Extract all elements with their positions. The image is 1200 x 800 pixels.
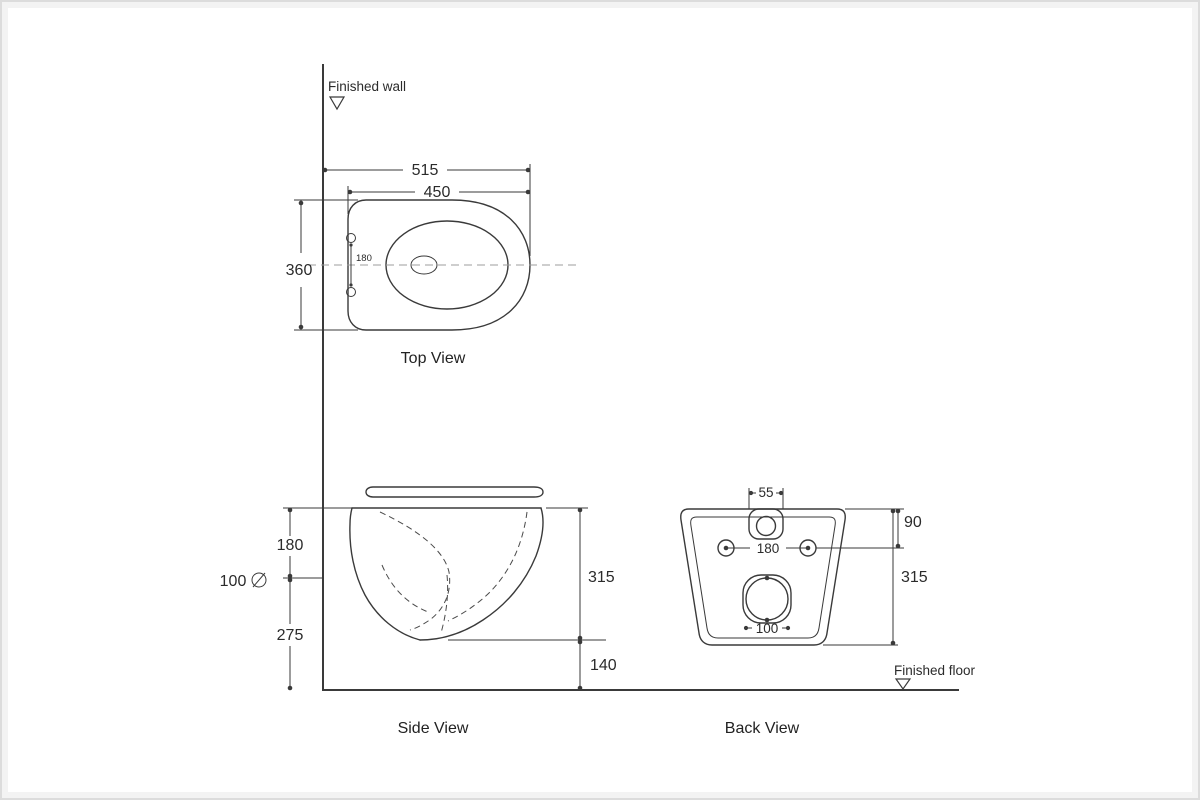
finished-wall-label: Finished wall [328, 79, 406, 94]
back-view-inner-outline [690, 516, 836, 639]
dim-bolt-spacing-180: 180 [726, 541, 808, 556]
side-view-hidden-trap [379, 511, 528, 634]
dim-outlet-diameter: 100 [220, 573, 247, 590]
back-view-label: Back View [725, 720, 800, 737]
dim-hole-spacing: 180 [356, 253, 372, 264]
dim-outlet-diameter: 100 [756, 621, 779, 636]
dim-bowl-width-360: 360 [286, 199, 358, 331]
dim-bottom-to-floor: 140 [590, 657, 617, 674]
inlet-housing [748, 508, 784, 540]
dim-bolt-spacing: 180 [757, 541, 780, 556]
dim-top-to-bolt-90: 90 [816, 508, 922, 549]
back-view-water-inlet [748, 508, 784, 540]
side-view-label: Side View [398, 720, 469, 737]
back-view-outer-outline [680, 508, 846, 646]
finished-floor-label: Finished floor [894, 663, 976, 678]
side-view-front-outline [419, 507, 544, 641]
top-view-fixing-holes: 180 [346, 233, 372, 297]
dim-rim-to-outlet-180: 180 [277, 507, 352, 579]
outlet-diameter-label: 100 [220, 572, 267, 590]
side-view-underside [349, 507, 421, 641]
side-view: 180 275 100 315 [220, 486, 617, 737]
outlet-housing [742, 574, 792, 624]
diameter-symbol-icon [251, 572, 267, 588]
reference-lines: Finished wall Finished floor [322, 64, 976, 691]
dim-bowl-length: 450 [424, 184, 451, 201]
side-view-seat [365, 486, 544, 498]
dim-rim-to-bottom: 315 [588, 569, 615, 586]
dim-overall-depth-515: 515 [322, 162, 531, 256]
dim-inlet-width-55: 55 [748, 485, 784, 509]
dim-rim-to-bottom-315: 315 [448, 507, 615, 641]
dim-rim-to-outlet: 180 [277, 537, 304, 554]
top-view-label: Top View [401, 350, 466, 367]
dim-outlet-to-floor-275: 275 [277, 577, 304, 691]
dim-bowl-length-450: 450 [347, 184, 531, 214]
dim-bowl-width: 360 [286, 262, 313, 279]
floor-datum-triangle-icon [894, 678, 912, 691]
top-view-bowl-outline [347, 199, 531, 331]
dim-height-315: 315 [823, 508, 928, 646]
wall-datum-triangle-icon [328, 96, 346, 111]
inlet-hole [755, 515, 777, 537]
top-view: 180 515 450 360 [286, 162, 580, 367]
dim-outlet-diameter-100: 100 [743, 621, 791, 636]
back-view-outlet [742, 574, 792, 624]
fixing-hole-top [346, 233, 356, 243]
dim-height: 315 [901, 569, 928, 586]
dim-bottom-to-floor-140: 140 [577, 639, 617, 691]
outlet-hole [745, 577, 789, 621]
back-view: 55 180 100 [680, 485, 928, 737]
fixing-hole-bottom [346, 287, 356, 297]
dim-overall-depth: 515 [412, 162, 439, 179]
top-view-flush-hole [410, 255, 438, 275]
dim-top-to-bolt: 90 [904, 514, 922, 531]
dim-outlet-to-floor: 275 [277, 627, 304, 644]
dim-inlet-width: 55 [758, 485, 773, 500]
